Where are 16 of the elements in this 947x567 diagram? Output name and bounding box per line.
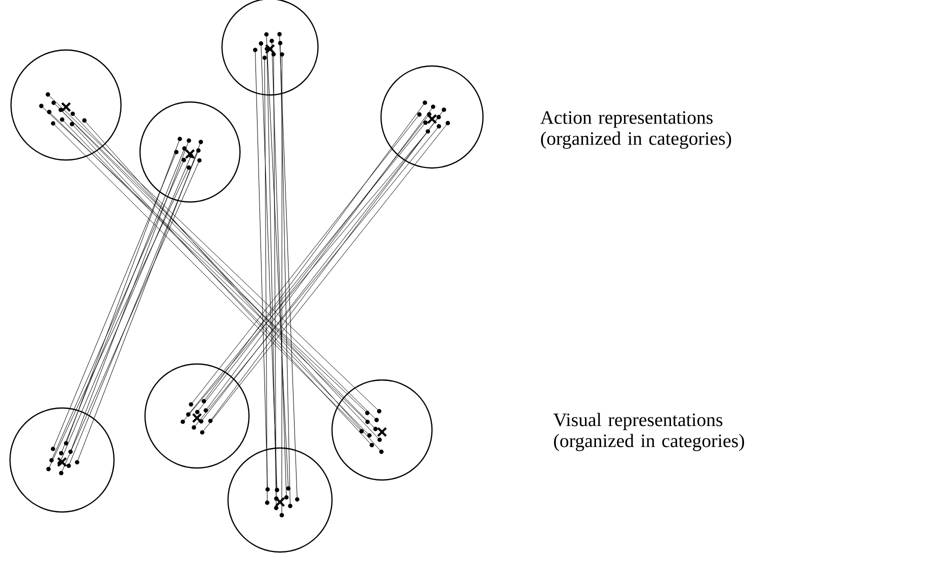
connection-line <box>264 58 268 503</box>
connection-line <box>266 34 289 489</box>
category-circle <box>9 407 115 513</box>
category-circle <box>144 363 250 469</box>
group-label: Action representations (organized in categories) <box>540 111 732 149</box>
connection-line <box>260 43 278 490</box>
connection-line <box>279 34 298 500</box>
category-circle <box>221 0 319 96</box>
group-label: Visual representations (organized in categories) <box>553 412 744 452</box>
category-circle <box>139 101 241 203</box>
category-circle <box>227 447 333 553</box>
category-circle <box>380 65 484 169</box>
category-circle <box>10 49 122 161</box>
category-circle <box>331 379 433 481</box>
connection-line <box>272 40 287 498</box>
connection-line <box>254 50 268 490</box>
